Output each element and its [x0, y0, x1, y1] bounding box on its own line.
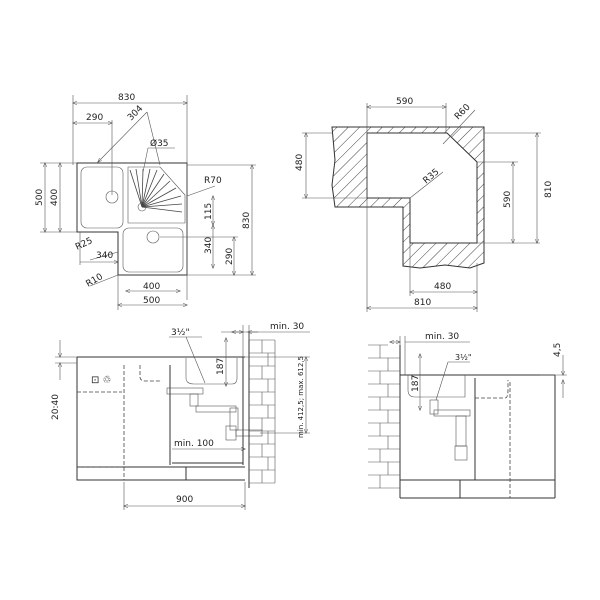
cutout-view: 590 R60 480 R35 590 810 480 810: [295, 97, 554, 312]
right-drain: [146, 230, 160, 244]
dim-500-bottom: 500: [143, 296, 160, 306]
dim-min-30-front: min. 30: [270, 322, 304, 332]
dim-900: 900: [176, 495, 193, 505]
dim-340-bottom: 340: [96, 251, 113, 261]
right-bowl: [122, 227, 184, 273]
dim-drain-height: min. 412,5; max. 612,5: [297, 356, 305, 438]
hatched-worktop: [331, 126, 485, 269]
recycle-icon: ⊡ ♲: [91, 375, 112, 386]
side-dimension-lines: [390, 336, 567, 410]
drainer-grooves: [129, 168, 183, 213]
dim-min-30-side: min. 30: [425, 332, 459, 342]
drainer: [127, 166, 186, 224]
plan-dimension-lines: [40, 95, 256, 310]
dim-500-left: 500: [35, 189, 45, 206]
dim-20-40: 20:40: [51, 394, 61, 420]
dim-4-5: 4,5: [553, 343, 563, 357]
dim-pipe-3-5-inch-side: 3½": [455, 353, 472, 362]
dim-830-right: 830: [242, 212, 252, 229]
dim-r60: R60: [453, 102, 473, 122]
cutout-dimension-lines: [302, 103, 541, 312]
dim-830-top: 830: [118, 93, 135, 103]
front-bowl: [185, 358, 238, 385]
side-elevation: min. 30 4,5 3½" 187: [368, 332, 567, 499]
dim-400-left: 400: [50, 189, 60, 206]
dim-187-front: 187: [216, 358, 226, 375]
sink-outline: [76, 162, 188, 276]
waste-pipes: [166, 387, 263, 441]
dim-r70: R70: [204, 176, 222, 186]
left-bowl: [80, 166, 124, 229]
dim-pipe-3-5-inch: 3½": [171, 328, 190, 338]
dim-r25: R25: [74, 236, 94, 253]
side-waste-pipes: [429, 399, 471, 461]
dim-290: 290: [86, 113, 103, 123]
sink-plan-view: 830 290 304 Ø35 R70 500 400 115 830 340 …: [35, 93, 256, 310]
front-dimension-lines: [55, 325, 310, 510]
dim-115: 115: [204, 203, 214, 220]
dim-187-side: 187: [411, 375, 421, 392]
dim-diameter-35: Ø35: [150, 138, 169, 149]
front-elevation: ⊡ ♲ 3½" min. 30 20:40 187 min. 412,5; ma…: [51, 322, 310, 510]
dim-min-100: min. 100: [174, 439, 214, 449]
front-wall-bricks: [248, 333, 276, 488]
dim-340-right: 340: [204, 237, 214, 254]
drainer-drain: [137, 202, 147, 212]
dim-810-right: 810: [544, 181, 554, 198]
dim-590-top: 590: [396, 97, 413, 107]
dim-480-left: 480: [295, 154, 305, 171]
dim-r35: R35: [422, 167, 442, 186]
dim-810-bottom: 810: [414, 298, 431, 308]
dim-480-bottom: 480: [434, 282, 451, 292]
side-wall-bricks: [368, 344, 401, 498]
dim-400-bottom: 400: [143, 282, 160, 292]
dim-304: 304: [126, 104, 145, 123]
dim-r10: R10: [85, 272, 106, 290]
dim-290-right: 290: [225, 248, 235, 265]
side-cabinet-outline: [400, 374, 556, 499]
dim-590-right: 590: [503, 191, 513, 208]
